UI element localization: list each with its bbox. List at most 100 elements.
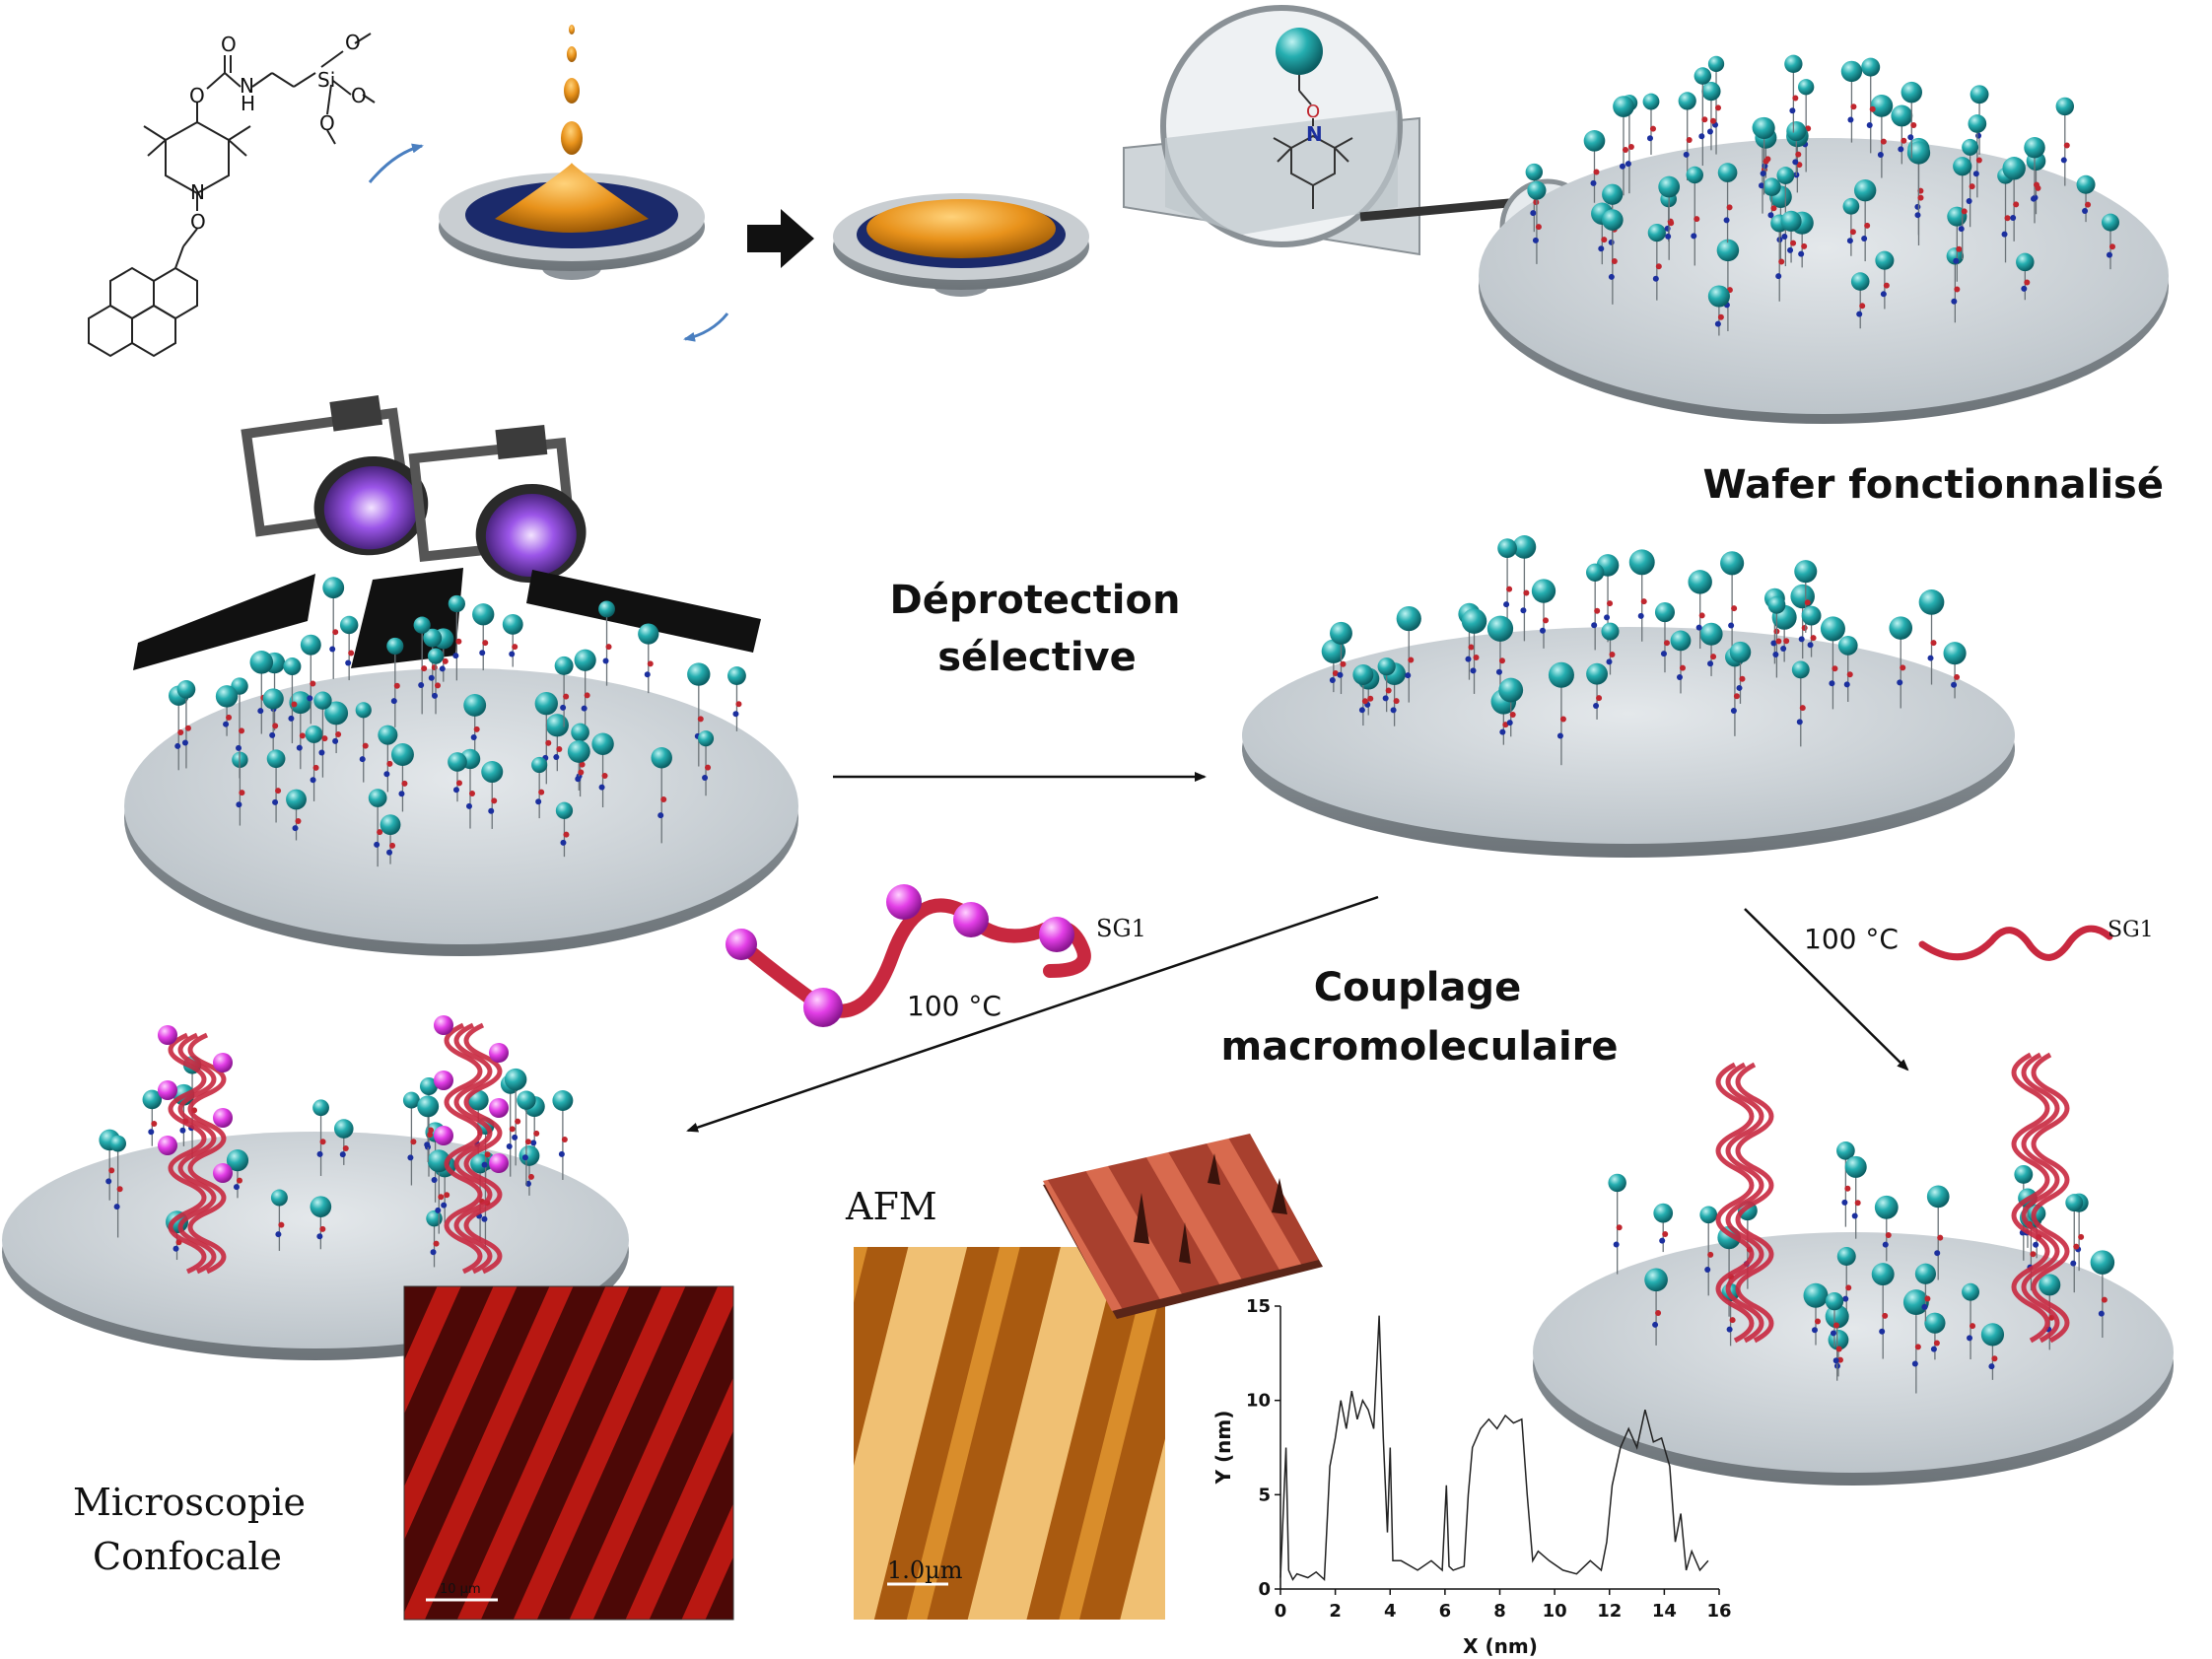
nitrogen-atom bbox=[345, 659, 352, 666]
oxygen-atom bbox=[108, 1167, 115, 1174]
protecting-group-bead bbox=[727, 666, 746, 685]
protecting-group-bead bbox=[312, 1099, 329, 1117]
oxygen-atom bbox=[2030, 1251, 2037, 1258]
protecting-group-bead bbox=[402, 1091, 420, 1109]
oxygen-atom bbox=[533, 1130, 540, 1137]
protecting-group-bead bbox=[1321, 639, 1346, 663]
oxygen-atom bbox=[278, 1221, 285, 1228]
nitrogen-atom bbox=[1972, 171, 1979, 177]
oxygen-atom bbox=[389, 842, 396, 849]
oxygen-atom bbox=[1707, 1251, 1714, 1258]
coupling-arrow-left bbox=[686, 895, 1379, 1133]
nitrogen-atom bbox=[1506, 720, 1513, 726]
nitrogen-atom bbox=[1676, 674, 1683, 681]
nitrogen-atom bbox=[296, 744, 303, 751]
oxygen-atom bbox=[1869, 105, 1876, 112]
nitrogen-atom bbox=[1830, 1330, 1836, 1337]
uv-lamp-assembly bbox=[133, 394, 761, 670]
protecting-group-bead bbox=[355, 702, 372, 719]
nitrogen-atom bbox=[359, 756, 366, 763]
oxygen-atom bbox=[1593, 169, 1600, 175]
protecting-group-bead bbox=[1891, 104, 1913, 127]
oxygen-atom bbox=[299, 732, 306, 739]
nitrogen-atom bbox=[1967, 1335, 1973, 1342]
nitrogen-atom bbox=[1930, 1346, 1937, 1352]
protecting-group-bead bbox=[2090, 1250, 2115, 1275]
nitrogen-atom bbox=[105, 1178, 112, 1185]
nitrogen-atom bbox=[1556, 732, 1563, 739]
nitrogen-atom bbox=[1921, 1303, 1928, 1310]
oxygen-atom bbox=[1498, 657, 1505, 664]
oxygen-atom bbox=[1649, 125, 1656, 132]
protecting-group-bead bbox=[555, 801, 574, 819]
protecting-group-bead bbox=[1901, 81, 1923, 104]
nitrogen-atom bbox=[481, 1161, 488, 1168]
protecting-group-bead bbox=[226, 1149, 249, 1172]
nitrogen-atom bbox=[470, 734, 477, 741]
oxygen-atom bbox=[239, 790, 245, 796]
oxygen-atom bbox=[1815, 1318, 1822, 1325]
oxygen-atom bbox=[1954, 673, 1961, 680]
nitrogen-atom bbox=[1934, 1250, 1941, 1257]
nitrogen-atom bbox=[1652, 275, 1659, 282]
oxygen-atom bbox=[1864, 222, 1871, 229]
oxygen-atom bbox=[1850, 104, 1857, 110]
confocal-label: Microscopie bbox=[73, 1481, 306, 1524]
atom-label: N bbox=[190, 180, 205, 204]
protecting-group-bead bbox=[567, 739, 590, 763]
protecting-group-bead bbox=[1486, 615, 1514, 642]
chart-x-tick-label: 12 bbox=[1597, 1601, 1622, 1622]
oxygen-atom bbox=[433, 1240, 440, 1247]
protecting-group-bead bbox=[262, 688, 284, 710]
nitrogen-atom bbox=[1762, 163, 1768, 170]
atom-label: O bbox=[351, 84, 367, 107]
protecting-group-bead bbox=[1586, 662, 1609, 685]
sg1-label: SG1 bbox=[1096, 915, 1146, 942]
oxygen-atom bbox=[295, 817, 302, 824]
protecting-group-bead bbox=[1870, 95, 1894, 117]
oxygen-atom bbox=[563, 831, 570, 838]
oxygen-atom bbox=[1844, 1185, 1851, 1192]
protecting-group-bead bbox=[300, 634, 321, 656]
oxygen-atom bbox=[2078, 1233, 2085, 1240]
polymer-chain bbox=[177, 1032, 217, 1275]
oxygen-atom bbox=[1846, 671, 1853, 678]
nitrogen-atom bbox=[1530, 210, 1537, 217]
nitrogen-atom bbox=[530, 1140, 537, 1146]
nitrogen-atom bbox=[2010, 215, 2017, 222]
nitrogen-atom bbox=[1829, 680, 1835, 687]
nitrogen-atom bbox=[236, 801, 242, 808]
protecting-group-bead bbox=[1628, 549, 1655, 576]
nitrogen-atom bbox=[1851, 1212, 1858, 1219]
nitrogen-atom bbox=[316, 1233, 323, 1240]
oxygen-atom bbox=[455, 780, 462, 787]
nitrogen-atom bbox=[2033, 1241, 2039, 1248]
nitrogen-atom bbox=[316, 1150, 323, 1157]
nitrogen-atom bbox=[452, 787, 459, 794]
oxygen-atom bbox=[2024, 279, 2031, 286]
nitrogen-atom bbox=[1736, 684, 1743, 691]
protecting-group-bead bbox=[1842, 197, 1860, 215]
oxygen-atom bbox=[2101, 1296, 2108, 1303]
oxygen-atom bbox=[579, 761, 586, 768]
nitrogen-atom bbox=[1861, 235, 1868, 242]
nitrogen-atom bbox=[732, 711, 739, 718]
nitrogen-atom bbox=[1532, 237, 1539, 243]
oxygen-atom bbox=[1686, 136, 1693, 143]
oxygen-atom bbox=[1655, 1309, 1662, 1316]
protecting-group-bead bbox=[504, 1068, 527, 1091]
nitrogen-atom bbox=[1604, 614, 1611, 621]
oxygen-atom bbox=[1662, 1231, 1669, 1238]
nitrogen-atom bbox=[173, 1245, 179, 1252]
nitrogen-atom bbox=[509, 651, 516, 657]
oxygen-atom bbox=[1801, 242, 1808, 249]
oxygen-atom bbox=[442, 657, 449, 664]
oxygen-atom bbox=[1393, 698, 1400, 705]
oxygen-atom bbox=[1883, 282, 1890, 289]
protecting-group-bead bbox=[368, 789, 387, 807]
nitrogen-atom bbox=[332, 737, 339, 744]
protecting-group-bead bbox=[1688, 570, 1712, 594]
oxygen-atom bbox=[1710, 654, 1717, 660]
coupling-label: Couplage bbox=[1314, 965, 1521, 1010]
nitrogen-atom bbox=[1787, 246, 1794, 253]
